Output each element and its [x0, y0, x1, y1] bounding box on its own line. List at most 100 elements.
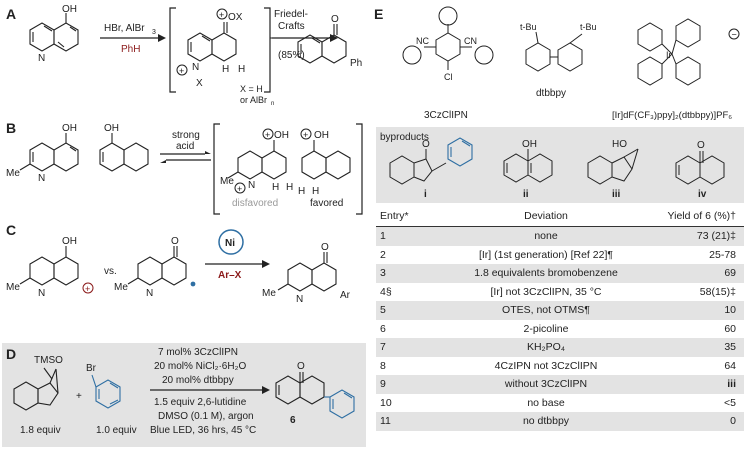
svg-text:+: +: [303, 130, 308, 140]
deviation-cell: [Ir] (1st generation) [Ref 22]¶: [478, 248, 614, 261]
svg-text:1.5 equiv 2,6-lutidine: 1.5 equiv 2,6-lutidine: [154, 397, 247, 408]
svg-text:acid: acid: [176, 141, 194, 152]
svg-text:DMSO (0.1 M), argon: DMSO (0.1 M), argon: [158, 411, 254, 422]
svg-text:O: O: [297, 361, 305, 372]
product-6-structure: [275, 372, 325, 405]
svg-text:O: O: [321, 242, 329, 253]
svg-text:X = H: X = H: [240, 84, 263, 94]
deviation-cell: without 3CzClIPN: [438, 375, 654, 394]
svg-text:O: O: [171, 236, 179, 247]
svg-text:or AlBr: or AlBr: [240, 95, 267, 105]
byproduct-i-structure: [389, 149, 447, 185]
panel-letter-a: A: [6, 6, 17, 22]
svg-text:OH: OH: [62, 123, 77, 134]
svg-text:Me: Me: [114, 282, 128, 293]
equiv-right: 1.0 equiv: [96, 425, 137, 436]
panel-letter-c: C: [6, 222, 17, 238]
deviation-cell: no base: [527, 396, 565, 409]
vs-label: vs.: [104, 266, 117, 277]
header-yield: Yield of 6 (%)†: [654, 206, 744, 227]
deviation-cell: none: [438, 226, 654, 246]
deviation-cell: 4CzIPN not 3CzClIPN: [494, 359, 598, 372]
svg-text:NC: NC: [416, 36, 429, 46]
entry-cell: 7: [376, 338, 438, 357]
svg-text:+: +: [179, 66, 184, 76]
tetrahydronaphthol-structure: [99, 133, 149, 172]
panel-d-scheme: TMSO 1.8 equiv + Br 1.0 equiv 7 mol% 3Cz…: [13, 347, 355, 436]
byproduct-iii-structure: [587, 148, 639, 185]
svg-text:CN: CN: [464, 36, 477, 46]
svg-text:OH: OH: [104, 123, 119, 134]
panel-letter-e: E: [374, 6, 384, 22]
phenyl-group: [324, 389, 355, 419]
3czclipn-structure: [402, 6, 494, 70]
svg-text:OH: OH: [522, 139, 537, 150]
panel-letter-b: B: [6, 120, 17, 136]
svg-text:t-Bu: t-Bu: [520, 22, 537, 32]
byproduct-ii-structure: [503, 149, 553, 183]
yield-cell: iii: [654, 375, 744, 394]
svg-text:N: N: [146, 288, 153, 299]
table-row: 4§ [Ir] not 3CzClIPN, 35 °C 58(15)‡: [376, 283, 744, 302]
svg-text:Blue LED, 36 hrs, 45 °C: Blue LED, 36 hrs, 45 °C: [150, 425, 256, 436]
dtbbpy-structure: [525, 31, 583, 72]
svg-text:Me: Me: [6, 168, 20, 179]
svg-text:+: +: [85, 284, 90, 294]
panel-b-scheme: OH Me N OH strong acid + OH Me + N H H d…: [6, 123, 363, 215]
product-tetrahydroquinolinone: [297, 24, 347, 64]
yield-cell: 69: [654, 264, 744, 283]
svg-text:Friedel-: Friedel-: [274, 9, 308, 20]
tmso-label: TMSO: [34, 355, 63, 366]
header-deviation: Deviation: [438, 206, 654, 227]
svg-text:20 mol% NiCl₂·6H₂O: 20 mol% NiCl₂·6H₂O: [154, 361, 246, 372]
solvent: PhH: [121, 44, 140, 55]
svg-text:i: i: [424, 189, 427, 200]
svg-text:Me: Me: [262, 288, 276, 299]
n-label: N: [38, 53, 45, 64]
disfavored-intermediate: [227, 140, 287, 180]
svg-text:OH: OH: [274, 130, 289, 141]
yield-cell: 0: [654, 412, 744, 431]
catalyst-label-3czclipn: 3CzClIPN: [424, 110, 468, 121]
svg-text:H: H: [222, 64, 229, 75]
svg-text:O: O: [422, 139, 430, 150]
panel-e-catalysts: NC CN Cl 3CzClIPN t-Bu t-Bu dtbbpy Ir − …: [402, 6, 740, 121]
nickel-cycle-icon: [218, 229, 244, 255]
entry-cell: 2: [380, 248, 386, 261]
entry-cell: 4§: [380, 285, 392, 298]
entry-cell: 11: [376, 412, 438, 431]
yield-cell: 73 (21)‡: [654, 226, 744, 246]
disfavored-label: disfavored: [232, 198, 278, 209]
quinolinol-structure: [29, 13, 79, 52]
svg-text:Cl: Cl: [444, 72, 453, 82]
panel-c-scheme: OH Me N + vs. O Me N Ni Ar–X O Me N Ar: [6, 229, 351, 305]
svg-text:OH: OH: [62, 236, 77, 247]
svg-text:O: O: [697, 140, 705, 151]
yield-cell: 10: [654, 301, 744, 320]
favored-label: favored: [310, 198, 343, 209]
svg-text:H: H: [298, 186, 305, 197]
svg-text:Ph: Ph: [350, 58, 362, 69]
yield-cell: 60: [724, 322, 736, 335]
svg-text:+: +: [237, 184, 242, 194]
svg-text:20 mol% dtbbpy: 20 mol% dtbbpy: [162, 375, 234, 386]
svg-text:3: 3: [152, 29, 156, 36]
svg-text:strong: strong: [172, 130, 200, 141]
deviation-cell: [Ir] not 3CzClIPN, 35 °C: [490, 285, 602, 298]
entry-cell: 3: [376, 264, 438, 283]
table-header-row: Entry* Deviation Yield of 6 (%)†: [376, 206, 744, 227]
deviation-cell: 1.8 equivalents bromobenzene: [438, 264, 654, 283]
cyclopropanol-structure: [13, 367, 59, 411]
yield-cell: <5: [724, 396, 736, 409]
byproducts-panel: [376, 127, 744, 203]
svg-text:Me: Me: [6, 282, 20, 293]
svg-text:O: O: [331, 14, 339, 25]
yield-cell: 58(15)‡: [699, 285, 736, 298]
product-number: 6: [290, 415, 296, 426]
favored-intermediate: [301, 140, 351, 180]
